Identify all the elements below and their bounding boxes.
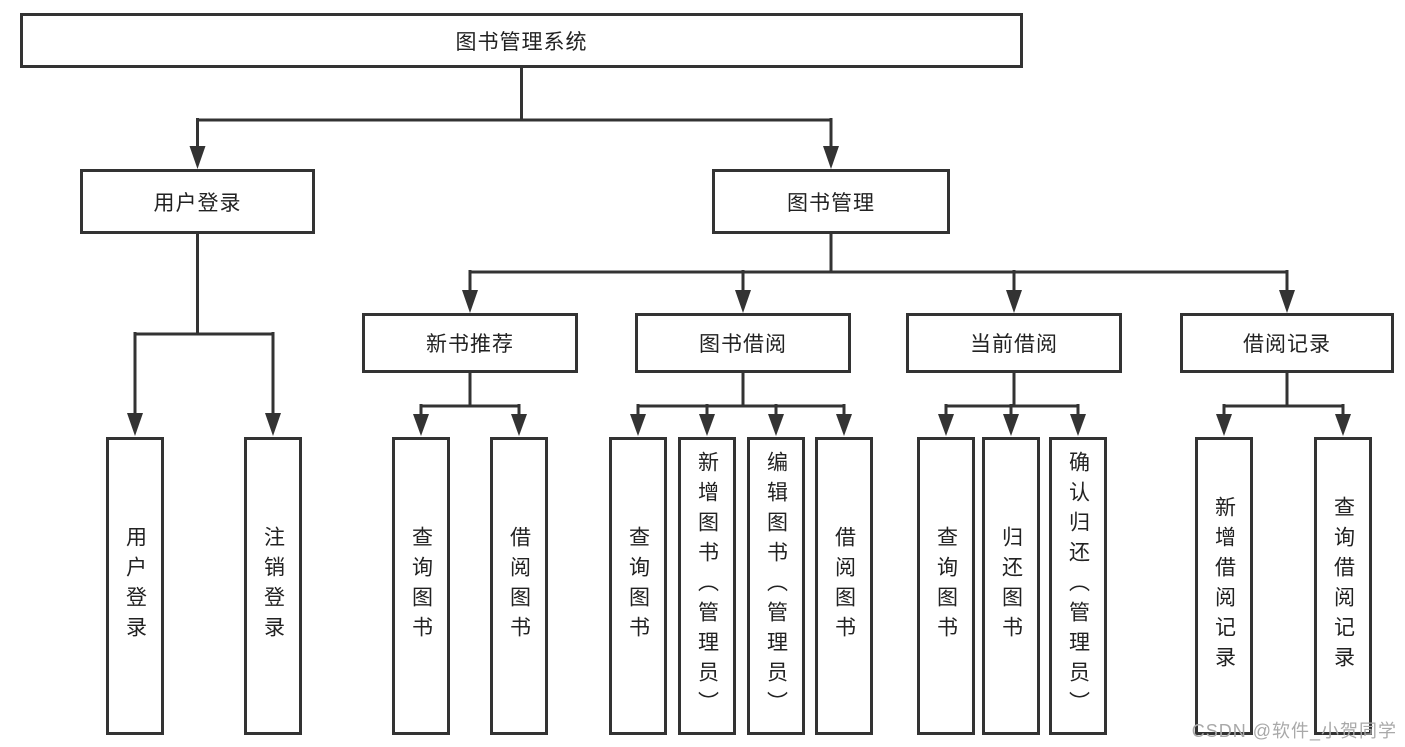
arrow-icon: [462, 290, 478, 313]
arrow-icon: [630, 414, 646, 436]
arrow-icon: [1070, 414, 1086, 436]
leaf-add-borrow-record: 新增借阅记录: [1195, 437, 1253, 735]
leaf-user-login: 用户登录: [106, 437, 164, 735]
leaf-borrow-books: 借阅图书: [815, 437, 873, 735]
arrow-icon: [265, 413, 281, 436]
arrow-icon: [823, 146, 839, 169]
arrow-icon: [1279, 290, 1295, 313]
node-label: 新增借阅记录: [1212, 496, 1236, 676]
leaf-query-books-current: 查询图书: [917, 437, 975, 735]
node-label: 编辑图书（管理员）: [764, 451, 788, 721]
arrow-icon: [699, 414, 715, 436]
node-label: 新书推荐: [426, 333, 514, 356]
arrow-icon: [511, 414, 527, 436]
node-label: 借阅图书: [832, 526, 856, 646]
node-label: 注销登录: [261, 526, 285, 646]
node-label: 图书借阅: [699, 333, 787, 356]
edge-user-login-to-leaves: [133, 234, 275, 416]
node-label: 图书管理系统: [455, 30, 588, 54]
node-label: 借阅记录: [1243, 333, 1331, 356]
arrowheads: [127, 146, 1351, 436]
node-label: 查询图书: [409, 526, 433, 646]
leaf-query-books-recommend: 查询图书: [392, 437, 450, 735]
arrow-icon: [735, 290, 751, 313]
node-label: 确认归还（管理员）: [1066, 451, 1090, 721]
edge-new-book-recommend-to-leaves: [419, 373, 521, 417]
arrow-icon: [1003, 414, 1019, 436]
node-label: 归还图书: [999, 526, 1023, 646]
node-label: 查询图书: [626, 526, 650, 646]
arrow-icon: [768, 414, 784, 436]
edge-book-management-to-level3: [468, 234, 1289, 293]
arrow-icon: [127, 413, 143, 436]
leaf-borrow-books-recommend: 借阅图书: [490, 437, 548, 735]
leaf-edit-books-admin: 编辑图书（管理员）: [747, 437, 805, 735]
node-label: 新增图书（管理员）: [695, 451, 719, 721]
arrow-icon: [1335, 414, 1351, 436]
node-label: 图书管理: [787, 191, 875, 215]
node-book-borrow: 图书借阅: [635, 313, 851, 373]
node-new-book-recommend: 新书推荐: [362, 313, 578, 373]
csdn-watermark: CSDN @软件_小贺同学: [1191, 721, 1397, 741]
leaf-query-books-borrow: 查询图书: [609, 437, 667, 735]
node-book-management: 图书管理: [712, 169, 950, 234]
arrow-icon: [836, 414, 852, 436]
node-label: 当前借阅: [970, 333, 1058, 356]
arrow-icon: [1006, 290, 1022, 313]
node-label: 查询图书: [934, 526, 958, 646]
connector-strokes: [133, 68, 1345, 417]
arrow-icon: [938, 414, 954, 436]
leaf-logout: 注销登录: [244, 437, 302, 735]
leaf-add-books-admin: 新增图书（管理员）: [678, 437, 736, 735]
leaf-confirm-return-admin: 确认归还（管理员）: [1049, 437, 1107, 735]
edge-book-borrow-to-leaves: [636, 373, 846, 417]
node-current-borrow: 当前借阅: [906, 313, 1122, 373]
arrow-icon: [1216, 414, 1232, 436]
edge-current-borrow-to-leaves: [944, 373, 1080, 417]
node-label: 查询借阅记录: [1331, 496, 1355, 676]
node-borrow-records: 借阅记录: [1180, 313, 1394, 373]
node-user-login: 用户登录: [80, 169, 315, 234]
node-root-system: 图书管理系统: [20, 13, 1023, 68]
leaf-return-books: 归还图书: [982, 437, 1040, 735]
node-label: 用户登录: [123, 526, 147, 646]
arrow-icon: [413, 414, 429, 436]
node-label: 用户登录: [153, 191, 242, 215]
edge-borrow-records-to-leaves: [1222, 373, 1345, 417]
leaf-query-borrow-record: 查询借阅记录: [1314, 437, 1372, 735]
arrow-icon: [189, 146, 206, 169]
node-label: 借阅图书: [507, 526, 531, 646]
edge-root-to-level2: [196, 68, 833, 150]
